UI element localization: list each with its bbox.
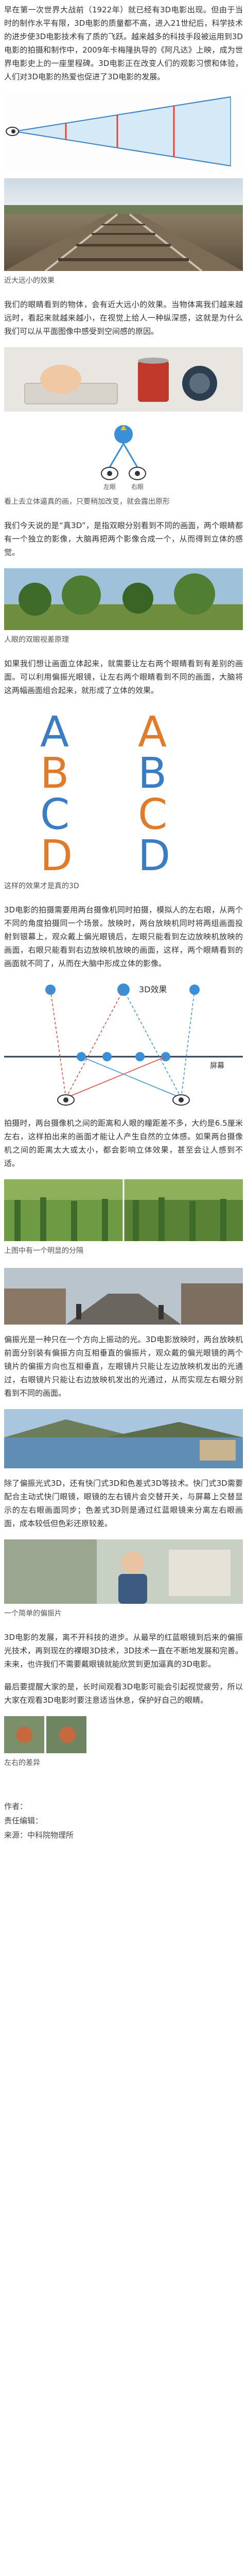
lake-photo bbox=[4, 1409, 243, 1468]
letter-a-left: A bbox=[40, 708, 69, 757]
landscape-photo bbox=[4, 568, 243, 630]
binocular-illustration: 左眼 右眼 bbox=[4, 420, 243, 492]
caption-polarizer: 一个简单的偏振片 bbox=[4, 1609, 62, 1618]
source-line: 来源：中科院物理所 bbox=[4, 1828, 243, 1842]
split-photo bbox=[4, 1179, 243, 1241]
left-eye-label: 左眼 bbox=[103, 483, 116, 490]
paragraph-shooting: 3D电影的拍摄需要用两台摄像机同时拍摄，模拟人的左右眼，从两个不同的角度拍摄同一… bbox=[4, 905, 243, 968]
caption-illusion: 看上去立体逼真的画，只要稍加改变，就会露出原形 bbox=[4, 498, 170, 506]
article: 早在第一次世界大战前（1922年）就已经有3D电影出现。但由于当时的制作水平有限… bbox=[0, 3, 247, 1842]
paragraph-other-tech: 除了偏振光式3D，还有快门式3D和色差式3D等技术。快门式3D需要配合主动式快门… bbox=[4, 1479, 243, 1528]
letter-b-left: B bbox=[40, 749, 69, 798]
letter-a-right: A bbox=[138, 708, 167, 757]
street-photo bbox=[4, 1268, 243, 1325]
source-value: 中科院物理所 bbox=[27, 1831, 74, 1840]
letter-c-right: C bbox=[138, 790, 167, 839]
stereo-label: 3D效果 bbox=[139, 985, 167, 994]
paragraph-polarized: 如果我们想让画面立体起来，就需要让左右两个眼睛看到有差别的画面。可以利用偏振光眼… bbox=[4, 659, 243, 695]
caption-real-3d: 这样的效果才是真的3D bbox=[4, 882, 79, 890]
right-eye-label: 右眼 bbox=[131, 483, 144, 490]
stereo-diagram: 3D效果 屏幕 bbox=[4, 979, 243, 1108]
source-label: 来源： bbox=[4, 1831, 28, 1840]
illusion-photo bbox=[4, 347, 243, 412]
paragraph-near-far: 我们的眼睛看到的物体，会有近大远小的效果。当物体离我们越来越远时，看起来就越来越… bbox=[4, 300, 243, 336]
eye-perspective-figure bbox=[4, 93, 243, 170]
caption-lr-difference: 左右的差异 bbox=[4, 1759, 40, 1767]
person-photo bbox=[4, 1539, 243, 1604]
author-label: 作者： bbox=[4, 1802, 28, 1811]
paragraph-polarizer: 偏振光是一种只在一个方向上振动的光。3D电影放映时，两台放映机前面分别装有偏振方… bbox=[4, 1335, 243, 1398]
author-line: 作者： bbox=[4, 1800, 243, 1813]
letter-d-right: D bbox=[138, 832, 170, 876]
caption-near-far: 近大远小的效果 bbox=[4, 277, 55, 285]
letter-b-right: B bbox=[138, 749, 167, 798]
screen-label: 屏幕 bbox=[210, 1062, 224, 1070]
paragraph-future: 3D电影的发展，离不开科技的进步。从最早的红蓝眼镜到后来的偏振光技术，再到现在的… bbox=[4, 1633, 243, 1669]
caption-separation: 上图中有一个明显的分隔 bbox=[4, 1247, 83, 1255]
paragraph-advice: 最后要提醒大家的是，长时间观看3D电影可能会引起视觉疲劳，所以大家在观看3D电影… bbox=[4, 1682, 243, 1705]
intro-paragraph-1: 早在第一次世界大战前（1922年）就已经有3D电影出现。但由于当时的制作水平有限… bbox=[4, 5, 243, 81]
railway-photo bbox=[4, 178, 243, 271]
paragraph-distance: 拍摄时，两台摄像机之间的距离和人眼的瞳距差不多，大约是6.5厘米左右，这样拍出来… bbox=[4, 1118, 243, 1168]
lr-difference-photo bbox=[4, 1716, 86, 1753]
letter-c-left: C bbox=[40, 790, 69, 839]
editor-line: 责任编辑： bbox=[4, 1814, 243, 1827]
abcd-figure: A B C D A B C D bbox=[4, 706, 243, 876]
letter-d-left: D bbox=[40, 832, 73, 876]
caption-binocular: 人眼的双眼视差原理 bbox=[4, 636, 69, 644]
paragraph-true-3d: 我们今天说的是“真3D”，是指双眼分别看到不同的画面，两个眼睛都有一个独立的影像… bbox=[4, 521, 243, 557]
editor-label: 责任编辑： bbox=[4, 1816, 43, 1825]
